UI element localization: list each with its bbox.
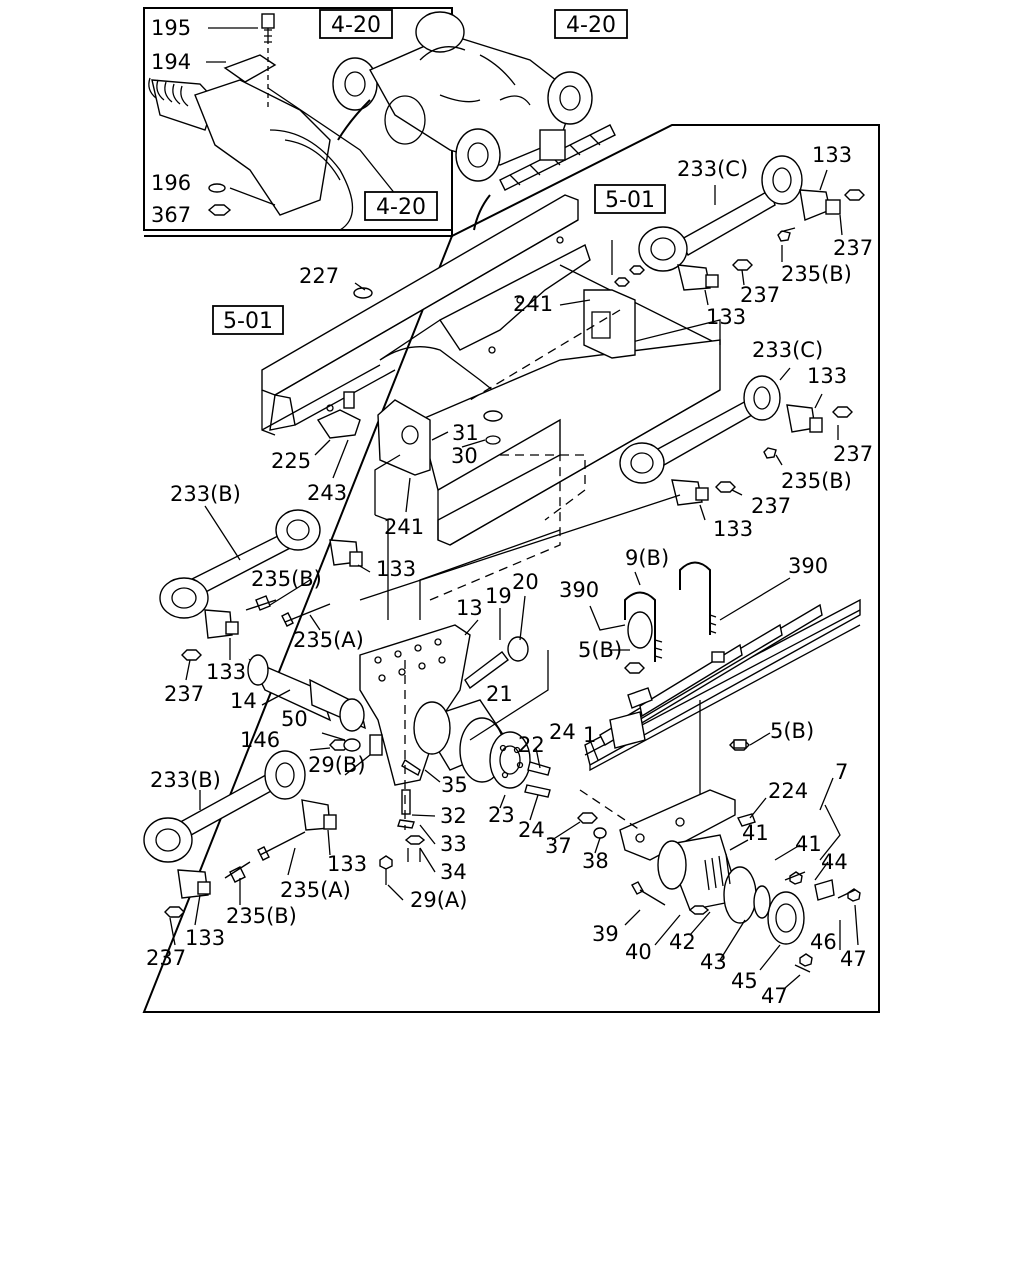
reference-box-label: 4-20: [376, 195, 426, 220]
reference-box-5-01-b: 5-01: [212, 305, 284, 335]
part-label: 235(B): [781, 469, 852, 493]
part-label: 41: [795, 832, 822, 856]
part-label: 241: [513, 292, 553, 316]
part-label: 390: [559, 578, 599, 602]
reference-box-5-01-a: 5-01: [594, 184, 666, 214]
part-label: 133: [706, 305, 746, 329]
part-label: 237: [751, 494, 791, 518]
part-label: 29(A): [410, 888, 467, 912]
part-label: 233(B): [150, 768, 221, 792]
part-label: 47: [840, 947, 867, 971]
part-label: 34: [440, 860, 467, 884]
part-label: 133: [327, 852, 367, 876]
part-label: 133: [206, 660, 246, 684]
part-label: 233(B): [170, 482, 241, 506]
part-labels: 233(C) 133 237 235(B) 237 133 227 241 23…: [146, 143, 873, 1008]
part-label: 33: [440, 832, 467, 856]
spring-seat-hub: [577, 789, 861, 973]
part-label: 235(B): [226, 904, 297, 928]
part-label: 235(A): [280, 878, 351, 902]
part-label: 196: [151, 171, 191, 195]
bracket-194-shape: [223, 54, 277, 83]
part-label: 133: [185, 926, 225, 950]
reference-box-4-20-c: 4-20: [364, 191, 438, 221]
part-label: 237: [164, 682, 204, 706]
part-label: 367: [151, 203, 191, 227]
part-label: 1: [583, 723, 596, 747]
upper-torque-rod-2: [619, 375, 853, 506]
part-label: 7: [835, 760, 848, 784]
part-label: 237: [146, 946, 186, 970]
part-label: 241: [384, 515, 424, 539]
part-label: 233(C): [677, 157, 748, 181]
part-label: 32: [440, 804, 467, 828]
part-label: 46: [810, 930, 837, 954]
reference-box-4-20-a: 4-20: [319, 9, 393, 39]
chassis-frame-drawing: [261, 194, 721, 546]
part-label: 47: [761, 984, 788, 1008]
upper-torque-rod-1: [638, 155, 865, 291]
part-label: 13: [456, 596, 483, 620]
part-label: 133: [713, 517, 753, 541]
part-label: 37: [545, 834, 572, 858]
part-label: 133: [807, 364, 847, 388]
part-label: 21: [486, 682, 513, 706]
part-label: 43: [700, 950, 727, 974]
part-label: 237: [833, 236, 873, 260]
part-label: 225: [271, 449, 311, 473]
part-label: 29(B): [308, 753, 366, 777]
part-label: 227: [299, 264, 339, 288]
part-label: 237: [740, 283, 780, 307]
part-label: 24: [549, 720, 576, 744]
part-label: 5(B): [770, 719, 814, 743]
reference-box-label: 5-01: [605, 188, 655, 213]
part-label: 233(C): [752, 338, 823, 362]
part-label: 194: [151, 50, 191, 74]
part-label: 237: [833, 442, 873, 466]
label-leaders: [169, 169, 859, 989]
reference-box-4-20-b: 4-20: [554, 9, 628, 39]
part-label: 133: [812, 143, 852, 167]
trunnion-assembly: [247, 624, 551, 885]
inset-labels: 195 194 196 367: [151, 16, 258, 227]
part-label: 45: [731, 969, 758, 993]
part-label: 23: [488, 803, 515, 827]
leaf-spring: [584, 561, 861, 820]
part-label: 235(A): [293, 628, 364, 652]
part-label: 19: [485, 584, 512, 608]
reference-box-label: 4-20: [566, 13, 616, 38]
part-label: 14: [230, 689, 257, 713]
part-label: 20: [512, 570, 539, 594]
part-label: 24: [518, 818, 545, 842]
frame-brackets: [316, 287, 636, 476]
part-label: 30: [451, 444, 478, 468]
part-label: 40: [625, 940, 652, 964]
inset-axle-housing-drawing: [148, 13, 353, 231]
part-label: 22: [518, 733, 545, 757]
leader-lines: [359, 240, 681, 831]
part-label: 9(B): [625, 546, 669, 570]
lower-torque-rod-1: [159, 509, 363, 661]
part-label: 235(B): [781, 262, 852, 286]
part-label: 243: [307, 481, 347, 505]
part-label: 235(B): [251, 567, 322, 591]
reference-box-label: 4-20: [331, 13, 381, 38]
tandem-axle-drawing: [332, 11, 616, 191]
lower-torque-rod-2: [143, 750, 337, 918]
part-label: 224: [768, 779, 808, 803]
part-label: 195: [151, 16, 191, 40]
bolt-195-head: [261, 13, 275, 29]
part-label: 39: [592, 922, 619, 946]
part-label: 35: [441, 773, 468, 797]
part-label: 146: [240, 728, 280, 752]
reference-box-label: 5-01: [223, 309, 273, 334]
part-label: 390: [788, 554, 828, 578]
part-label: 50: [281, 707, 308, 731]
part-label: 31: [452, 421, 479, 445]
part-label: 133: [376, 557, 416, 581]
